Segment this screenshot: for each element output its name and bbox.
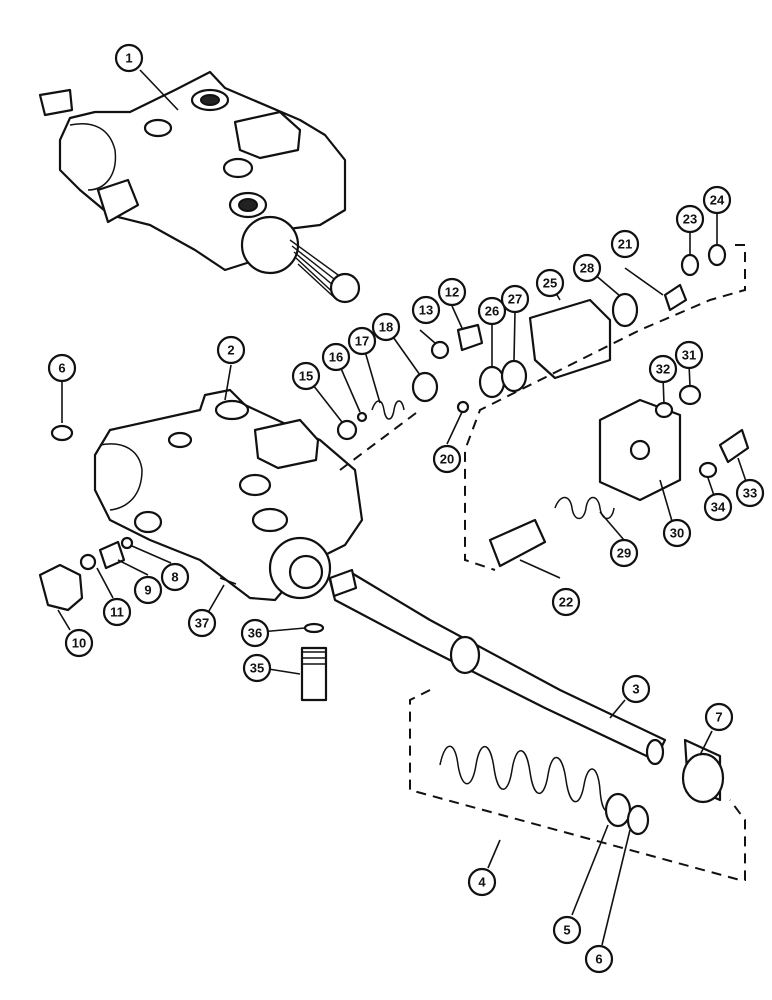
callout-21-label: 21	[618, 237, 632, 252]
callout-11-label: 11	[110, 605, 124, 620]
callout-28-label: 28	[580, 261, 594, 276]
callout-15: 15	[291, 361, 321, 391]
callout-26-label: 26	[485, 304, 499, 319]
callout-6-lower-label: 6	[595, 952, 602, 967]
callout-5: 5	[552, 915, 582, 945]
main-spring	[439, 745, 613, 812]
callout-26: 26	[477, 296, 507, 326]
group-line-upper	[464, 244, 746, 571]
stud-part	[300, 622, 328, 702]
callout-34-label: 34	[711, 500, 726, 515]
callout-20: 20	[432, 444, 462, 474]
spool	[328, 568, 667, 766]
fitting-parts	[38, 424, 237, 612]
callout-36: 36	[240, 618, 270, 648]
callout-21: 21	[610, 229, 640, 259]
callout-36-label: 36	[248, 626, 262, 641]
callout-4: 4	[467, 867, 497, 897]
callout-30-label: 30	[670, 526, 684, 541]
group-line-link	[339, 409, 421, 471]
callout-6-upper: 6	[47, 353, 77, 383]
callout-24-label: 24	[710, 193, 725, 208]
washer-5	[604, 792, 632, 828]
callout-17-label: 17	[355, 334, 369, 349]
callout-3: 3	[621, 674, 651, 704]
callout-2-label: 2	[227, 343, 234, 358]
callout-15-label: 15	[299, 369, 313, 384]
callout-25-label: 25	[543, 276, 557, 291]
callout-28: 28	[572, 253, 602, 283]
callout-12-label: 12	[445, 285, 459, 300]
callout-8: 8	[160, 562, 190, 592]
callout-17: 17	[347, 326, 377, 356]
callout-23: 23	[675, 204, 705, 234]
callout-30: 30	[662, 518, 692, 548]
callout-22: 22	[551, 587, 581, 617]
callout-16: 16	[321, 342, 351, 372]
callout-9-label: 9	[144, 583, 151, 598]
valve-assembly	[38, 70, 361, 304]
callout-35: 35	[242, 653, 272, 683]
callout-3-label: 3	[632, 682, 639, 697]
callout-32-label: 32	[656, 362, 670, 377]
callout-13-label: 13	[419, 303, 433, 318]
callout-8-label: 8	[171, 570, 178, 585]
valve-body	[93, 388, 364, 602]
callout-27: 27	[500, 284, 530, 314]
callout-29-label: 29	[617, 546, 631, 561]
cover-plate	[488, 384, 750, 568]
callout-31-label: 31	[682, 348, 696, 363]
callout-13: 13	[411, 295, 441, 325]
callout-1: 1	[114, 43, 144, 73]
sleeve	[681, 738, 725, 804]
callout-7: 7	[704, 702, 734, 732]
callout-9: 9	[133, 575, 163, 605]
callout-2: 2	[216, 335, 246, 365]
callout-5-label: 5	[563, 923, 570, 938]
callout-18-label: 18	[379, 320, 393, 335]
callout-10: 10	[64, 628, 94, 658]
callout-23-label: 23	[683, 212, 697, 227]
callout-24: 24	[702, 185, 732, 215]
callout-6-lower: 6	[584, 944, 614, 974]
callout-37-label: 37	[195, 616, 209, 631]
callout-18: 18	[371, 312, 401, 342]
callout-22-label: 22	[559, 595, 573, 610]
callout-4-label: 4	[478, 875, 486, 890]
callout-7-label: 7	[715, 710, 722, 725]
callout-35-label: 35	[250, 661, 264, 676]
callout-33: 33	[735, 478, 765, 508]
callout-31: 31	[674, 340, 704, 370]
callout-12: 12	[437, 277, 467, 307]
callout-37: 37	[187, 608, 217, 638]
callout-11: 11	[102, 597, 132, 627]
callout-10-label: 10	[72, 636, 86, 651]
callout-25: 25	[535, 268, 565, 298]
snap-ring-6	[626, 804, 650, 836]
callout-27-label: 27	[508, 292, 522, 307]
callout-6-upper-label: 6	[58, 361, 65, 376]
callout-16-label: 16	[329, 350, 343, 365]
leader-lines	[57, 69, 751, 946]
callout-29: 29	[609, 538, 639, 568]
callout-20-label: 20	[440, 452, 454, 467]
callout-32: 32	[648, 354, 678, 384]
callout-1-label: 1	[125, 51, 132, 66]
group-line-lower	[409, 689, 746, 881]
callout-33-label: 33	[743, 486, 757, 501]
callout-34: 34	[703, 492, 733, 522]
